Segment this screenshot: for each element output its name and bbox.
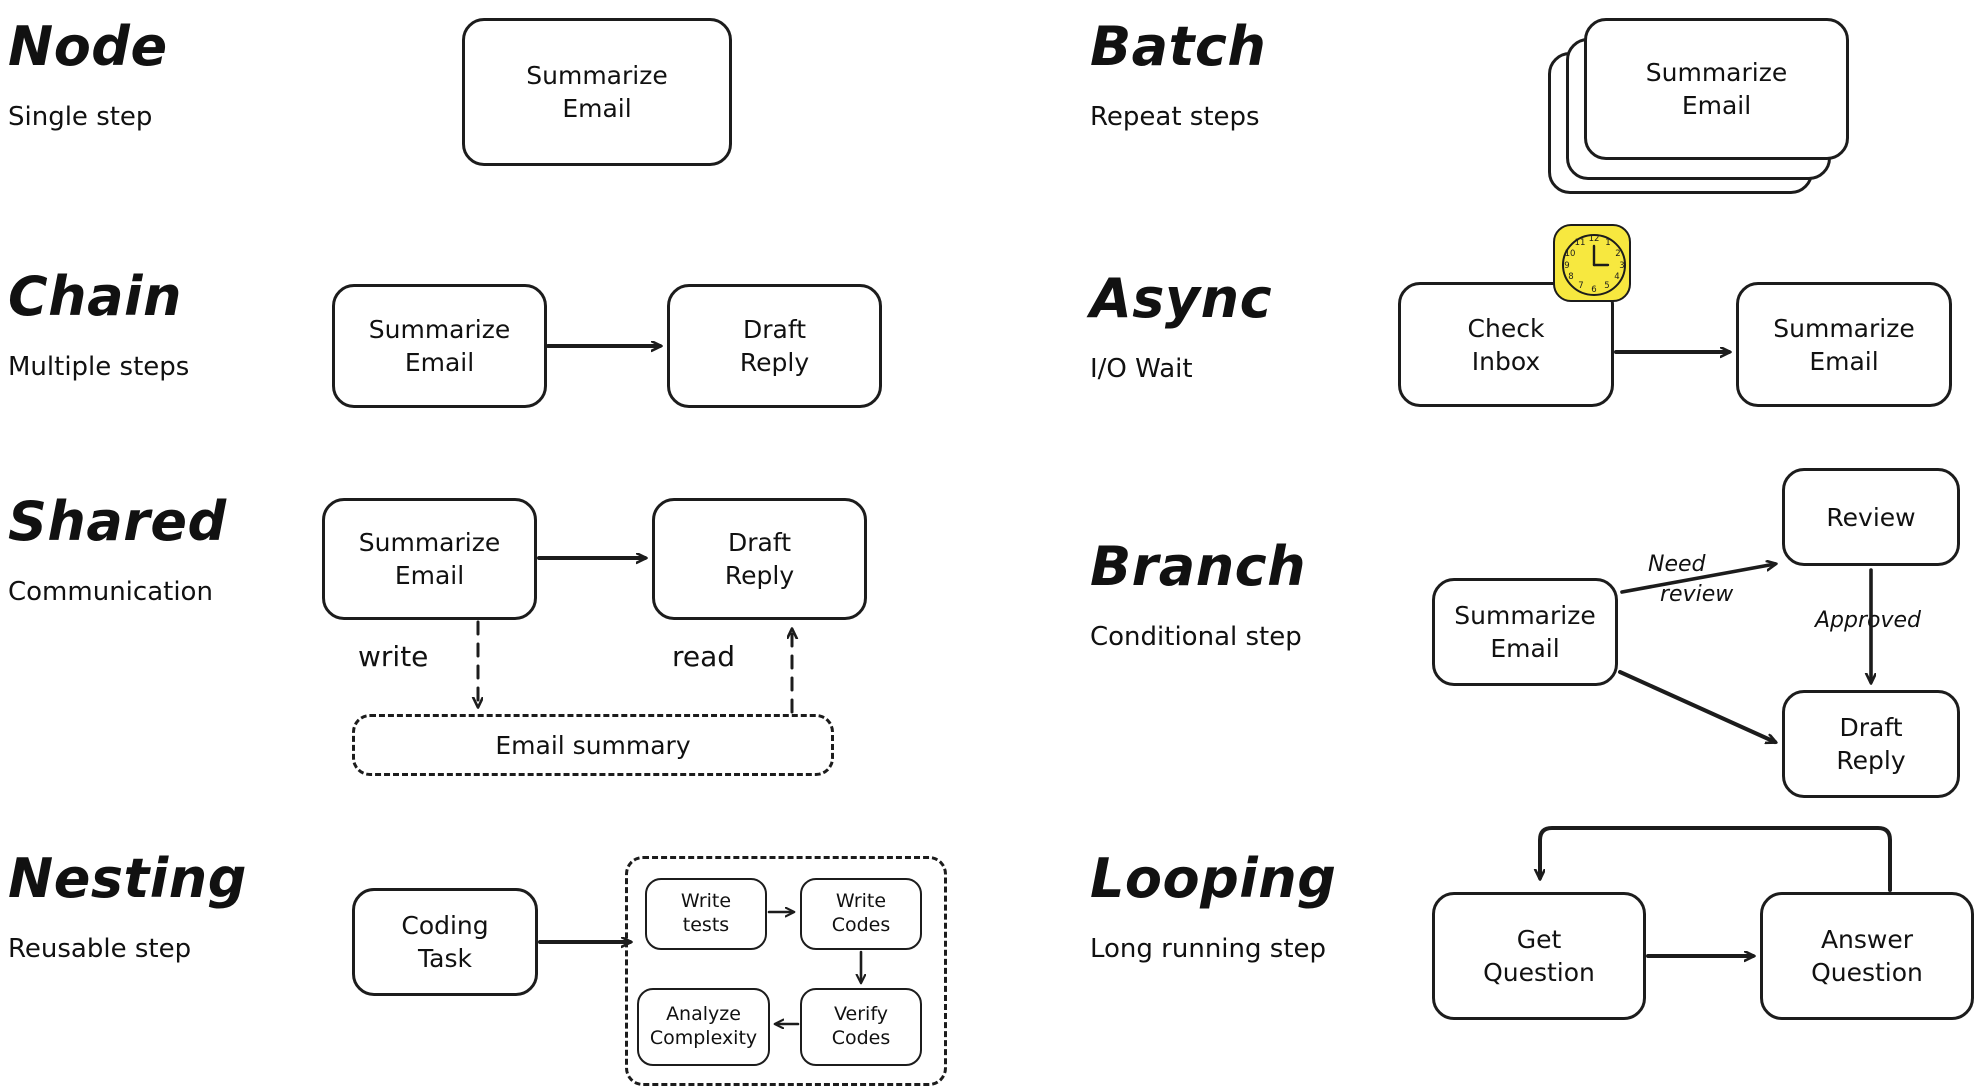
svg-text:1: 1 [1605, 238, 1610, 248]
svg-text:7: 7 [1578, 281, 1583, 291]
svg-text:4: 4 [1614, 272, 1619, 282]
pattern-label-batch: Batch Repeat steps [1090, 15, 1267, 132]
edge-label-read: read [672, 640, 736, 673]
shared-node-summarize-email[interactable]: Summarize Email [322, 498, 537, 620]
pattern-label-chain: Chain Multiple steps [8, 265, 190, 382]
branch-node-draft-reply[interactable]: Draft Reply [1782, 690, 1960, 798]
nesting-node-analyze-complexity[interactable]: Analyze Complexity [637, 988, 770, 1066]
pattern-label-looping: Looping Long running step [1090, 847, 1337, 964]
svg-text:8: 8 [1568, 272, 1573, 282]
svg-text:5: 5 [1604, 281, 1609, 291]
edge-branch-direct-to-draft [1618, 670, 1775, 742]
pattern-title-shared: Shared [8, 490, 227, 553]
svg-text:12: 12 [1589, 234, 1600, 244]
pattern-title-branch: Branch [1090, 535, 1307, 598]
pattern-subtitle-node: Single step [8, 102, 153, 132]
looping-node-get-question[interactable]: Get Question [1432, 892, 1646, 1020]
pattern-subtitle-looping: Long running step [1090, 934, 1327, 964]
looping-node-answer-question[interactable]: Answer Question [1760, 892, 1974, 1020]
pattern-title-async: Async [1090, 267, 1273, 330]
pattern-label-shared: Shared Communication [8, 490, 227, 607]
pattern-title-chain: Chain [8, 265, 182, 328]
chain-node-summarize-email[interactable]: Summarize Email [332, 284, 547, 408]
svg-text:10: 10 [1565, 249, 1576, 259]
nesting-node-verify-codes[interactable]: Verify Codes [800, 988, 922, 1066]
pattern-subtitle-batch: Repeat steps [1090, 102, 1260, 132]
pattern-subtitle-async: I/O Wait [1090, 354, 1193, 384]
nesting-node-coding-task[interactable]: Coding Task [352, 888, 538, 996]
pattern-label-nesting: Nesting Reusable step [8, 847, 247, 964]
async-node-summarize-email[interactable]: Summarize Email [1736, 282, 1952, 407]
node-summarize-email[interactable]: Summarize Email [462, 18, 732, 166]
pattern-subtitle-chain: Multiple steps [8, 352, 190, 382]
svg-text:11: 11 [1575, 238, 1586, 248]
branch-node-review[interactable]: Review [1782, 468, 1960, 566]
nesting-subflow-group [625, 856, 947, 1086]
chain-node-draft-reply[interactable]: Draft Reply [667, 284, 882, 408]
svg-text:9: 9 [1564, 261, 1569, 271]
pattern-subtitle-shared: Communication [8, 577, 213, 607]
pattern-subtitle-branch: Conditional step [1090, 622, 1302, 652]
shared-node-draft-reply[interactable]: Draft Reply [652, 498, 867, 620]
edge-label-need: Need [1648, 552, 1706, 577]
shared-store-email-summary[interactable]: Email summary [352, 714, 834, 776]
async-node-check-inbox[interactable]: Check Inbox [1398, 282, 1614, 407]
pattern-label-async: Async I/O Wait [1090, 267, 1273, 384]
pattern-label-branch: Branch Conditional step [1090, 535, 1307, 652]
edge-label-approved: Approved [1815, 608, 1922, 633]
branch-node-summarize-email[interactable]: Summarize Email [1432, 578, 1618, 686]
pattern-label-node: Node Single step [8, 15, 168, 132]
pattern-title-node: Node [8, 15, 168, 78]
svg-text:6: 6 [1591, 285, 1596, 295]
batch-card-front-summarize-email[interactable]: Summarize Email [1584, 18, 1849, 160]
pattern-title-looping: Looping [1090, 847, 1337, 910]
nesting-node-write-codes[interactable]: Write Codes [800, 878, 922, 950]
nesting-node-write-tests[interactable]: Write tests [645, 878, 767, 950]
pattern-title-nesting: Nesting [8, 847, 247, 910]
pattern-title-batch: Batch [1090, 15, 1267, 78]
clock-icon: 12 1 2 3 4 5 6 7 8 9 10 11 [1553, 224, 1631, 302]
edge-label-write: write [358, 640, 429, 673]
svg-text:2: 2 [1615, 249, 1620, 259]
pattern-subtitle-nesting: Reusable step [8, 934, 192, 964]
svg-text:3: 3 [1619, 261, 1624, 271]
edge-label-review: review [1660, 582, 1734, 607]
edge-looping-feedback [1540, 826, 1892, 892]
